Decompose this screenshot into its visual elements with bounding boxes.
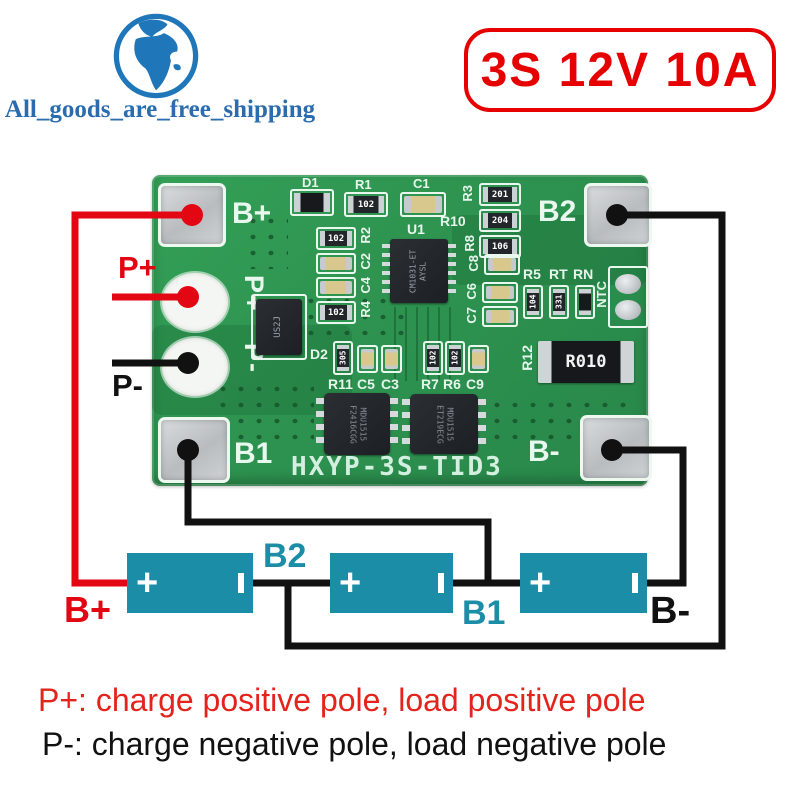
silk-c2: C2 — [358, 253, 373, 270]
silk-r1: R1 — [355, 177, 372, 192]
diode-d1 — [290, 189, 334, 216]
shunt-r010: R010 — [538, 341, 634, 383]
silk-rt: RT — [549, 266, 568, 282]
silk-r5: R5 — [523, 266, 541, 282]
silk-r11: R11 — [328, 376, 353, 392]
battery-minus-terminal — [632, 573, 638, 593]
capacitor-c2 — [316, 253, 356, 274]
board-model: HXYP-3S-TID3 — [291, 452, 503, 482]
pad-b-plus — [158, 183, 226, 247]
capacitor-c3 — [381, 345, 402, 373]
silk-c7: C7 — [464, 307, 479, 324]
mosfet-pins — [390, 398, 398, 450]
diode-d2-outline: US2J — [251, 294, 307, 360]
resistor-rt: 331 — [549, 285, 569, 319]
resistor-r6: 102 — [445, 341, 465, 375]
resistor-r4: 102 — [316, 301, 356, 324]
silk-r2: R2 — [358, 227, 373, 244]
silk-r6: R6 — [443, 376, 461, 392]
mosfet-pins — [402, 399, 410, 449]
silk-u1: U1 — [407, 221, 425, 237]
store-name: All_goods_are_free_shipping — [4, 96, 316, 123]
resistor-r3: 201 — [479, 183, 521, 206]
silk-r7: R7 — [421, 376, 439, 392]
pad-b2 — [584, 183, 652, 247]
capacitor-c9 — [468, 345, 489, 373]
capacitor-c6 — [482, 282, 518, 303]
capacitor-c7 — [482, 306, 518, 327]
pad-b1 — [158, 417, 230, 483]
resistor-r1: 102 — [344, 192, 388, 217]
capacitor-c4 — [316, 277, 356, 298]
silk-ntc: NTC — [594, 281, 609, 308]
silk-c6: C6 — [464, 283, 479, 300]
via-grid — [244, 213, 288, 269]
label-p-plus: P+ — [118, 250, 157, 285]
spec-badge: 3S 12V 10A — [464, 28, 776, 112]
silk-r4: R4 — [358, 301, 373, 318]
capacitor-c8 — [484, 254, 520, 275]
silk-rn: RN — [573, 266, 594, 282]
resistor-rn — [575, 285, 595, 319]
silk-r8: R8 — [462, 235, 477, 252]
resistor-r2: 102 — [316, 227, 356, 250]
resistor-r11: 305 — [333, 341, 353, 375]
diode-d2-marking: US2J — [273, 316, 284, 338]
caption-p-minus: P-: charge negative pole, load negative … — [42, 726, 667, 762]
diode-d2: US2J — [256, 299, 302, 355]
battery-cell-3: + — [520, 553, 647, 613]
label-b-minus: B- — [650, 590, 691, 632]
label-b1: B1 — [462, 594, 506, 632]
pad-label-b-minus: B- — [528, 435, 560, 468]
silk-c9: C9 — [466, 376, 484, 392]
battery-cell-1: + — [127, 553, 253, 613]
resistor-r10: 204 — [479, 209, 521, 232]
spec-badge-label: 3S 12V 10A — [480, 43, 760, 97]
pad-label-b2: B2 — [538, 195, 577, 228]
resistor-r7: 102 — [423, 341, 443, 375]
silk-c8: C8 — [466, 255, 481, 272]
label-b-plus: B+ — [64, 589, 112, 630]
pad-p-minus — [162, 338, 228, 396]
silk-c4: C4 — [358, 277, 373, 294]
label-p-minus: P- — [112, 368, 143, 403]
label-b2: B2 — [263, 537, 307, 575]
caption-p-plus: P+: charge positive pole, load positive … — [38, 682, 646, 718]
ntc-pad-hole — [615, 300, 641, 320]
globe-logo-icon — [113, 13, 199, 99]
ic-pins — [382, 244, 390, 298]
silk-c1: C1 — [413, 176, 430, 191]
silk-r3: R3 — [460, 185, 475, 202]
ntc-pad-hole — [615, 274, 641, 294]
battery-minus-terminal — [238, 573, 244, 593]
capacitor-c5 — [357, 345, 378, 373]
silk-r10: R10 — [440, 213, 466, 229]
silk-d2: D2 — [310, 346, 328, 362]
ntc-pads — [608, 266, 648, 328]
bms-board: B+ B2 B1 B- P+ P- D1 R1 102 C1 R3 201 R1… — [152, 175, 652, 486]
battery-minus-terminal — [438, 573, 444, 593]
silk-d1: D1 — [302, 175, 319, 190]
pad-label-b-plus: B+ — [232, 197, 272, 230]
silk-r12: R12 — [519, 345, 535, 371]
mosfet-pins — [316, 398, 324, 450]
resistor-r5: 104 — [523, 285, 543, 319]
ic-pins — [448, 244, 456, 298]
mosfet-pins — [478, 399, 486, 449]
shunt-marking: R010 — [565, 352, 607, 372]
battery-cell-2: + — [330, 553, 453, 613]
pad-p-plus — [162, 273, 228, 331]
silk-c5: C5 — [357, 376, 375, 392]
pad-b-minus — [580, 415, 652, 481]
pad-label-b1: B1 — [234, 437, 273, 470]
silk-c3: C3 — [381, 376, 399, 392]
